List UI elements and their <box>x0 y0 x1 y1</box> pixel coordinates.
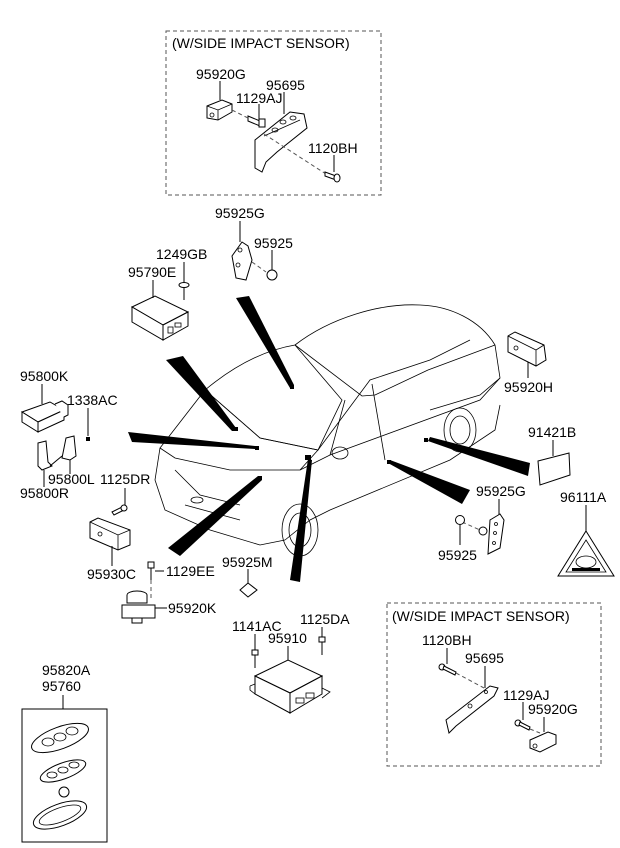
label-96111A[interactable]: 96111A <box>560 489 607 505</box>
wedge-to-95800K <box>128 432 255 449</box>
bracket-95800R[interactable] <box>37 440 53 471</box>
wedge-to-95925G-rear <box>388 460 470 504</box>
bracket-95695-top[interactable] <box>254 111 308 173</box>
label-95695-bottom[interactable]: 95695 <box>465 650 504 666</box>
srs-control-module-95910[interactable] <box>249 659 331 714</box>
inset-box-bottom: (W/SIDE IMPACT SENSOR) 1120BH 95695 1129… <box>386 602 602 767</box>
wedge-to-95790E <box>166 356 236 431</box>
module-95790E[interactable] <box>130 295 190 341</box>
label-95925-rear[interactable]: 95925 <box>438 547 477 563</box>
label-95920G-top[interactable]: 95920G <box>196 66 246 82</box>
label-95925M[interactable]: 95925M <box>222 554 273 570</box>
bolt-1129AJ-bottom[interactable] <box>514 719 531 731</box>
wedge-to-95930C <box>168 476 262 556</box>
label-1120BH-bottom[interactable]: 1120BH <box>422 632 472 648</box>
label-pad-95925M[interactable] <box>239 582 258 598</box>
bolt-1120BH-bottom[interactable] <box>438 663 457 676</box>
sensor-95920H[interactable] <box>507 331 547 367</box>
bolt-1129AJ-top[interactable] <box>247 115 266 128</box>
label-95760[interactable]: 95760 <box>42 678 81 694</box>
screw-1249GB[interactable] <box>178 282 190 301</box>
inset-box-top: (W/SIDE IMPACT SENSOR) 95920G 1129AJ 956… <box>165 30 382 196</box>
clip-1338AC[interactable] <box>86 437 90 441</box>
inset-box-bottom-border <box>386 602 602 767</box>
label-1129EE[interactable]: 1129EE <box>166 563 215 579</box>
key-fob-button-pad[interactable] <box>38 755 89 786</box>
module-95800K[interactable] <box>20 400 69 433</box>
label-95920G-bottom[interactable]: 95920G <box>528 701 578 717</box>
bolt-1141AC[interactable] <box>251 649 259 668</box>
bracket-95695-bottom[interactable] <box>445 685 499 734</box>
label-95925G-front[interactable]: 95925G <box>215 205 265 221</box>
key-fob-kit-box <box>21 708 108 843</box>
bracket-95925G-rear[interactable] <box>487 513 505 555</box>
label-1129AJ-top[interactable]: 1129AJ <box>236 90 282 106</box>
label-1129AJ-bottom[interactable]: 1129AJ <box>503 687 549 703</box>
label-95920H[interactable]: 95920H <box>504 379 553 395</box>
label-95920K[interactable]: 95920K <box>168 600 217 616</box>
label-95800K[interactable]: 95800K <box>20 368 69 384</box>
inset-box-top-border <box>165 30 382 196</box>
label-1249GB[interactable]: 1249GB <box>156 246 207 262</box>
label-plate-91421B[interactable] <box>537 452 571 486</box>
label-95925-front[interactable]: 95925 <box>254 235 293 251</box>
label-95790E[interactable]: 95790E <box>128 264 176 280</box>
bolt-1125DR[interactable] <box>111 504 128 516</box>
wedge-to-95925G-front <box>236 296 294 388</box>
bracket-95800L[interactable] <box>61 435 77 461</box>
switch-95930C[interactable] <box>89 517 131 551</box>
side-impact-sensor-bottom[interactable] <box>529 731 557 753</box>
sensor-95920K[interactable] <box>121 590 156 624</box>
inset-box-bottom-title: (W/SIDE IMPACT SENSOR) <box>392 608 570 624</box>
key-fob-transmitter[interactable] <box>28 717 92 758</box>
inset-box-top-title: (W/SIDE IMPACT SENSOR) <box>172 35 350 51</box>
label-1120BH-top[interactable]: 1120BH <box>308 140 358 156</box>
bolt-1129EE[interactable] <box>147 561 155 580</box>
label-95910[interactable]: 95910 <box>268 630 307 646</box>
nut-95925-front[interactable] <box>266 269 278 281</box>
label-95925G-rear[interactable]: 95925G <box>476 483 526 499</box>
airbag-warning-label-96111A[interactable] <box>557 530 615 577</box>
label-95800L[interactable]: 95800L <box>48 471 95 487</box>
label-95695-top[interactable]: 95695 <box>266 77 305 93</box>
label-1125DA[interactable]: 1125DA <box>300 611 350 627</box>
side-impact-sensor-top[interactable] <box>206 99 233 121</box>
key-fob-case[interactable] <box>30 795 90 835</box>
label-95930C[interactable]: 95930C <box>87 566 136 582</box>
label-95800R[interactable]: 95800R <box>20 485 69 501</box>
wedge-to-95910 <box>290 459 312 582</box>
bolt-1120BH-top[interactable] <box>324 171 341 183</box>
label-1338AC[interactable]: 1338AC <box>67 392 118 408</box>
label-95820A[interactable]: 95820A <box>42 662 91 678</box>
label-1125DR[interactable]: 1125DR <box>100 471 150 487</box>
wedge-to-91421B <box>428 437 530 476</box>
label-91421B[interactable]: 91421B <box>528 424 576 440</box>
key-fob-battery[interactable] <box>58 786 70 798</box>
callout-wedges <box>128 296 530 582</box>
nut-95925-rear[interactable] <box>455 515 465 525</box>
bracket-95925G-front[interactable] <box>231 241 253 281</box>
bolt-1125DA[interactable] <box>318 636 326 655</box>
label-1141AC[interactable]: 1141AC <box>232 618 282 634</box>
